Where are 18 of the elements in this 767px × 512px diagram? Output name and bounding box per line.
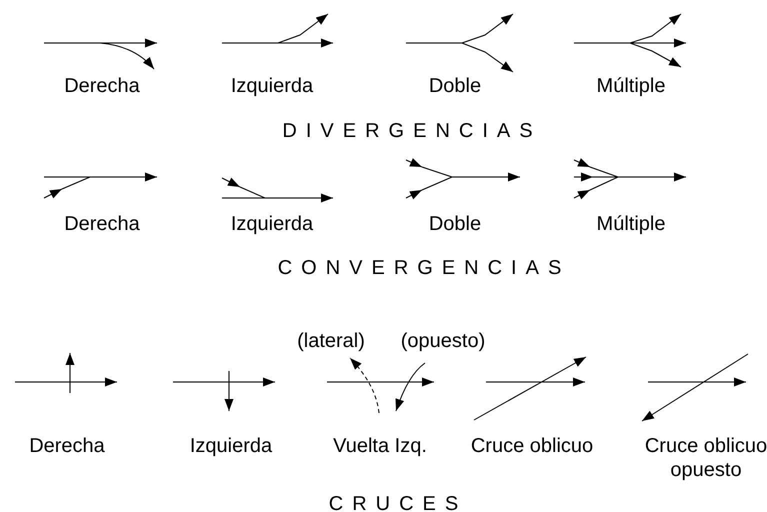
maneuver-label: Múltiple bbox=[596, 212, 666, 236]
maneuver-label: Derecha bbox=[64, 74, 140, 98]
maneuver-label: Izquierda bbox=[230, 212, 314, 236]
maneuver-label: (opuesto) bbox=[400, 329, 486, 353]
maneuver-label: Doble bbox=[428, 74, 482, 98]
section-heading: DIVERGENCIAS bbox=[282, 119, 542, 143]
maneuver-label: Izquierda bbox=[230, 74, 314, 98]
maneuver-label: Vuelta Izq. bbox=[333, 434, 427, 458]
maneuver-label: (lateral) bbox=[297, 329, 365, 353]
maneuver-label: Derecha bbox=[64, 212, 140, 236]
section-heading: CRUCES bbox=[328, 492, 468, 512]
maneuver-label: Izquierda bbox=[190, 434, 272, 458]
maneuver-label: Múltiple bbox=[596, 74, 666, 98]
maneuver-label: Derecha bbox=[29, 434, 105, 458]
maneuver-label: Cruce oblicuo bbox=[470, 434, 594, 458]
maneuver-label: Cruce oblicuo opuesto bbox=[644, 434, 767, 482]
maneuver-label: Doble bbox=[428, 212, 482, 236]
section-heading: CONVERGENCIAS bbox=[278, 256, 570, 280]
